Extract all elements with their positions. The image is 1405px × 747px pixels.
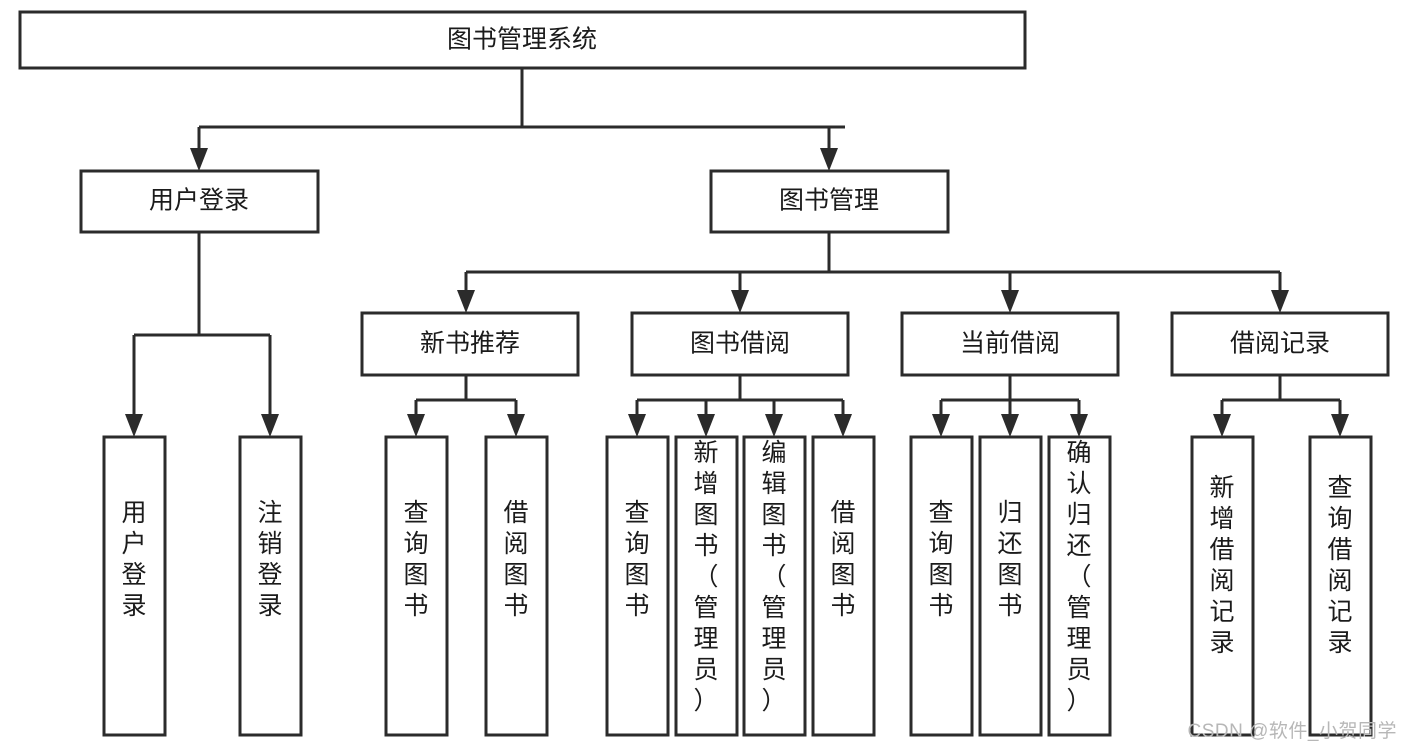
node-new-book-recommend-label: 新书推荐: [420, 330, 520, 358]
leaf-user-login-0-label: 用户登录: [121, 499, 146, 620]
leaf-book-borrow-0[interactable]: 查询图书: [605, 435, 670, 737]
leaf-user-login-1[interactable]: 注销登录: [238, 435, 303, 737]
leaf-borrow-records-0[interactable]: 新增借阅记录: [1190, 435, 1255, 737]
leaf-current-borrow-2-label: 确认归还（管理员）: [1066, 439, 1091, 715]
leaf-book-borrow-2[interactable]: 编辑图书（管理员）: [742, 435, 807, 737]
connector-borrowrecords-to-leaves: [1213, 375, 1349, 437]
node-borrow-records-label: 借阅记录: [1230, 330, 1330, 358]
node-book-management[interactable]: 图书管理: [709, 169, 950, 234]
connector-currentborrow-to-leaves: [932, 375, 1088, 437]
node-root[interactable]: 图书管理系统: [18, 10, 1027, 70]
leaf-new-book-0[interactable]: 查询图书: [384, 435, 449, 737]
leaf-new-book-1[interactable]: 借阅图书: [484, 435, 549, 737]
leaf-book-borrow-1-label: 新增图书（管理员）: [693, 439, 718, 715]
node-user-login-label: 用户登录: [149, 187, 249, 215]
connector-newbook-to-leaves: [407, 375, 525, 437]
connector-bookmgmt-to-level3: [457, 232, 1289, 313]
leaf-new-book-0-label: 查询图书: [403, 499, 428, 620]
leaf-current-borrow-1-label: 归还图书: [997, 499, 1022, 620]
node-book-borrow[interactable]: 图书借阅: [630, 311, 850, 377]
node-current-borrow[interactable]: 当前借阅: [900, 311, 1120, 377]
leaf-current-borrow-2[interactable]: 确认归还（管理员）: [1047, 435, 1112, 737]
leaf-user-login-0[interactable]: 用户登录: [102, 435, 167, 737]
leaf-book-borrow-2-label: 编辑图书（管理员）: [761, 439, 786, 715]
leaf-borrow-records-0-label: 新增借阅记录: [1209, 474, 1234, 657]
leaf-current-borrow-0-label: 查询图书: [928, 499, 953, 620]
connector-bookborrow-to-leaves: [628, 375, 852, 437]
node-book-management-label: 图书管理: [779, 187, 879, 215]
leaf-book-borrow-0-label: 查询图书: [624, 499, 649, 620]
node-book-borrow-label: 图书借阅: [690, 330, 790, 358]
node-borrow-records[interactable]: 借阅记录: [1170, 311, 1390, 377]
leaf-borrow-records-1-label: 查询借阅记录: [1327, 474, 1352, 657]
leaf-book-borrow-1[interactable]: 新增图书（管理员）: [674, 435, 739, 737]
node-current-borrow-label: 当前借阅: [960, 330, 1060, 358]
connector-root-to-level2: [190, 68, 845, 171]
leaf-borrow-records-1[interactable]: 查询借阅记录: [1308, 435, 1373, 737]
leaf-new-book-1-label: 借阅图书: [503, 499, 528, 620]
leaf-current-borrow-0[interactable]: 查询图书: [909, 435, 974, 737]
connector-userlogin-to-leaves: [125, 232, 279, 437]
node-user-login[interactable]: 用户登录: [79, 169, 320, 234]
leaf-user-login-1-label: 注销登录: [257, 499, 282, 620]
leaf-book-borrow-3-label: 借阅图书: [830, 499, 855, 620]
node-root-label: 图书管理系统: [447, 26, 597, 54]
node-new-book-recommend[interactable]: 新书推荐: [360, 311, 580, 377]
leaf-book-borrow-3[interactable]: 借阅图书: [811, 435, 876, 737]
leaf-current-borrow-1[interactable]: 归还图书: [978, 435, 1043, 737]
